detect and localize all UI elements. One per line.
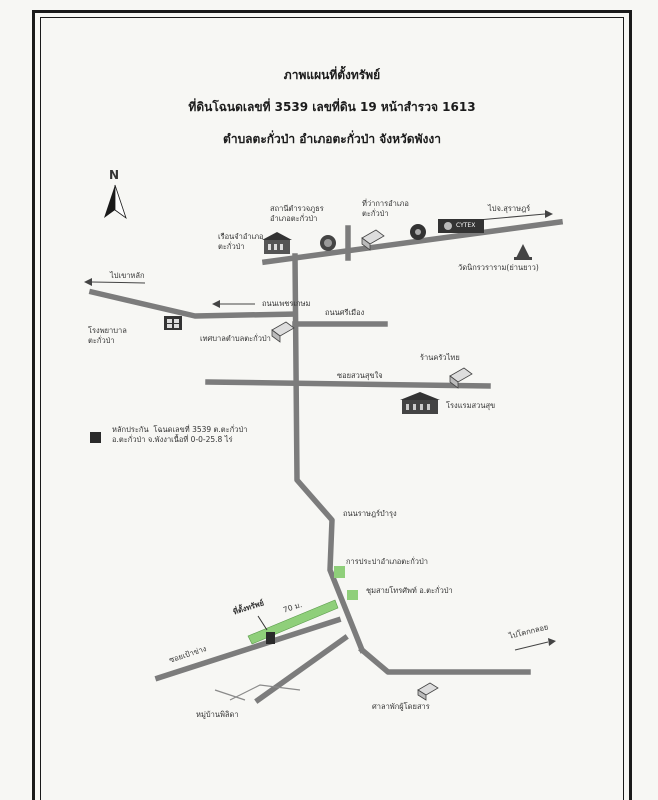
legend-marker	[90, 432, 101, 443]
telephone-building	[347, 590, 358, 600]
label-road-srimuang: ถนนศรีเมือง	[325, 308, 365, 317]
label-road-ratburana: ถนนราษฎร์บำรุง	[343, 509, 397, 518]
label-brand: CYTEX	[456, 222, 476, 229]
arrow-to-khaolak	[84, 278, 146, 286]
arrow-to-suratthani	[477, 210, 553, 221]
bus-station-icon	[417, 682, 439, 701]
label-school: เรือนจำอำเภอ ตะกั่วป่า	[218, 232, 264, 251]
shell-logo-icon	[410, 224, 426, 240]
property-arrow	[257, 615, 268, 631]
label-bus-station: ศาลาพักผู้โดยสาร	[372, 702, 430, 711]
compass-icon	[104, 184, 127, 220]
hospital-icon	[164, 316, 182, 330]
label-village: หมู่บ้านพิลิดา	[196, 710, 239, 719]
inner-border	[40, 17, 624, 800]
label-road-phetkasem: ถนนเพชรเกษม	[262, 299, 311, 308]
temple-icon	[514, 244, 532, 260]
police-station-icon	[320, 235, 336, 251]
label-temple: วัดนิกรวราราม(ย่านยาว)	[458, 263, 539, 272]
label-water-office: การประปาอำเภอตะกั่วป่า	[346, 557, 428, 566]
brand-logo-icon	[438, 219, 484, 233]
shop-icon	[449, 367, 473, 389]
label-police: สถานีตำรวจภูธร อำเภอตะกั่วป่า	[270, 204, 324, 223]
school-building-icon	[262, 232, 292, 254]
water-office-building	[334, 566, 345, 578]
location-info: ตำบลตะกั่วป่า อำเภอตะกั่วป่า จังหวัดพังง…	[223, 132, 441, 146]
municipality-icon	[271, 321, 295, 343]
compass-label: N	[109, 168, 120, 182]
road-main-vertical	[292, 253, 366, 654]
label-hotel: โรงแรมสวนสุข	[446, 401, 496, 410]
label-to-suratthani: ไปจ.สุราษฎร์	[488, 204, 531, 213]
road-phetkasem	[88, 288, 298, 319]
road-main-upper	[261, 218, 564, 266]
label-district-office: ที่ว่าการอำเภอ ตะกั่วป่า	[362, 199, 409, 218]
map-title: ภาพแผนที่ตั้งทรัพย์	[283, 68, 381, 82]
thin-lines	[229, 684, 301, 701]
label-shop: ร้านครัวไทย	[420, 353, 460, 362]
arrow-phetkasem	[212, 300, 255, 308]
label-telephone: ชุมสายโทรศัพท์ อ.ตะกั่วป่า	[366, 586, 453, 595]
label-municipality: เทศบาลตำบลตะกั่วป่า	[200, 334, 271, 343]
thin-line-2	[214, 689, 246, 701]
label-to-khaolak: ไปเขาหลัก	[110, 271, 145, 280]
hotel-icon	[400, 392, 440, 414]
road-to-khokkloi	[358, 646, 531, 675]
soi-suansukjai	[205, 379, 491, 389]
arrow-khokkloi	[514, 638, 556, 651]
road-village	[254, 634, 349, 704]
outer-border	[32, 10, 632, 800]
soi-left	[154, 616, 342, 682]
label-legend: หลักประกัน โฉนดเลขที่ 3539 ต.ตะกั่วป่า อ…	[112, 425, 248, 444]
property-marker	[266, 632, 275, 644]
label-soi-suansukjai: ซอยสวนสุขใจ	[337, 371, 383, 380]
district-office-icon	[361, 229, 385, 251]
label-hospital: โรงพยาบาล ตะกั่วป่า	[88, 326, 127, 345]
deed-info: ที่ดินโฉนดเลขที่ 3539 เลขที่ดิน 19 หน้าส…	[188, 100, 476, 114]
